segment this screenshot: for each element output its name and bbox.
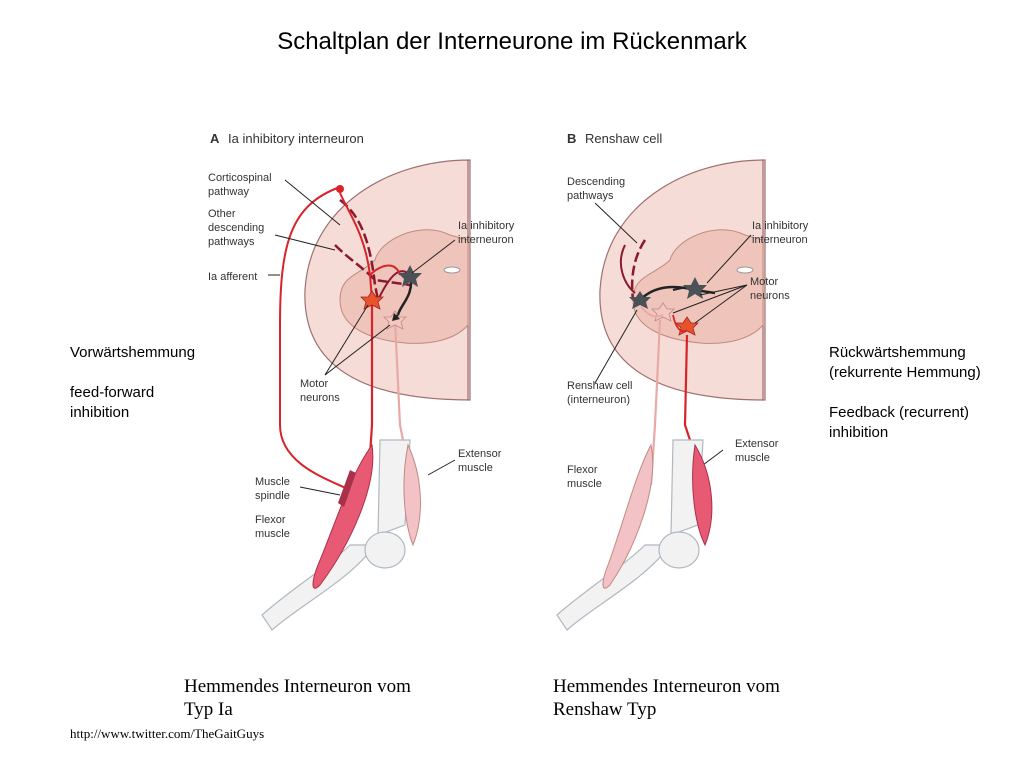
label-other-2: descending bbox=[208, 222, 264, 234]
label-renshaw-1: Renshaw cell bbox=[567, 380, 632, 392]
panel-b-letter: B bbox=[567, 131, 576, 146]
panel-a-letter: A bbox=[210, 131, 220, 146]
label-b-extensor-1: Extensor bbox=[735, 438, 779, 450]
page-title: Schaltplan der Interneurone im Rückenmar… bbox=[277, 28, 747, 55]
ia-inhibitory-neuron-a bbox=[398, 265, 422, 287]
upper-arm-bone-a bbox=[377, 439, 411, 536]
panel-b-renshaw-diagram: B Renshaw cell Descending pathways Ia in… bbox=[556, 131, 809, 631]
extensor-muscle-a bbox=[403, 443, 421, 547]
renshaw-inhibitory-neuron-b bbox=[683, 277, 707, 299]
label-b-motor-2: neurons bbox=[750, 290, 790, 302]
caption-ia-interneuron: Hemmendes Interneuron vom Typ Ia bbox=[184, 676, 411, 720]
label-flexor-1: Flexor bbox=[255, 514, 286, 526]
recurrent-label: Rückwärtshemmung (rekurrente Hemmung) Fe… bbox=[829, 344, 981, 441]
label-b-ia-interneuron-1: Ia inhibitory bbox=[752, 220, 809, 232]
panel-b-heading: Renshaw cell bbox=[585, 131, 662, 146]
label-spindle-1: Muscle bbox=[255, 476, 290, 488]
forearm-bone-a bbox=[261, 544, 377, 631]
label-motor-2: neurons bbox=[300, 392, 340, 404]
label-b-extensor-2: muscle bbox=[735, 452, 770, 464]
label-b-flexor-2: muscle bbox=[567, 478, 602, 490]
label-b-flexor-1: Flexor bbox=[567, 464, 598, 476]
renshaw-cell-b bbox=[629, 291, 651, 309]
label-flexor-2: muscle bbox=[255, 528, 290, 540]
label-motor-1: Motor bbox=[300, 378, 328, 390]
panel-a-heading: Ia inhibitory interneuron bbox=[228, 131, 364, 146]
label-b-motor-1: Motor bbox=[750, 276, 778, 288]
motor-neuron-flexor-a bbox=[360, 290, 384, 310]
label-ia-interneuron-1: Ia inhibitory bbox=[458, 220, 515, 232]
panel-a-ia-interneuron-diagram: A Ia inhibitory interneuron Corticospina… bbox=[208, 131, 515, 631]
label-corticospinal-2: pathway bbox=[208, 186, 249, 198]
source-link[interactable]: http://www.twitter.com/TheGaitGuys bbox=[70, 726, 265, 741]
label-extensor-2: muscle bbox=[458, 462, 493, 474]
ia-afferent-ending bbox=[336, 185, 344, 193]
label-other-1: Other bbox=[208, 208, 236, 220]
flexor-muscle-b bbox=[602, 443, 654, 589]
label-b-ia-interneuron-2: interneuron bbox=[752, 234, 808, 246]
label-other-3: pathways bbox=[208, 236, 255, 248]
label-extensor-1: Extensor bbox=[458, 448, 502, 460]
caption-renshaw: Hemmendes Interneuron vom Renshaw Typ bbox=[553, 676, 780, 720]
label-corticospinal-1: Corticospinal bbox=[208, 172, 272, 184]
label-renshaw-2: (interneuron) bbox=[567, 394, 630, 406]
label-spindle-2: spindle bbox=[255, 490, 290, 502]
label-descending-1: Descending bbox=[567, 176, 625, 188]
extensor-muscle-b bbox=[692, 443, 713, 547]
label-descending-2: pathways bbox=[567, 190, 614, 202]
muscle-spindle bbox=[338, 470, 356, 507]
feed-forward-label: Vorwärtshemmung feed-forward inhibition bbox=[70, 344, 196, 421]
label-ia-interneuron-2: interneuron bbox=[458, 234, 514, 246]
label-ia-afferent: Ia afferent bbox=[208, 271, 257, 283]
